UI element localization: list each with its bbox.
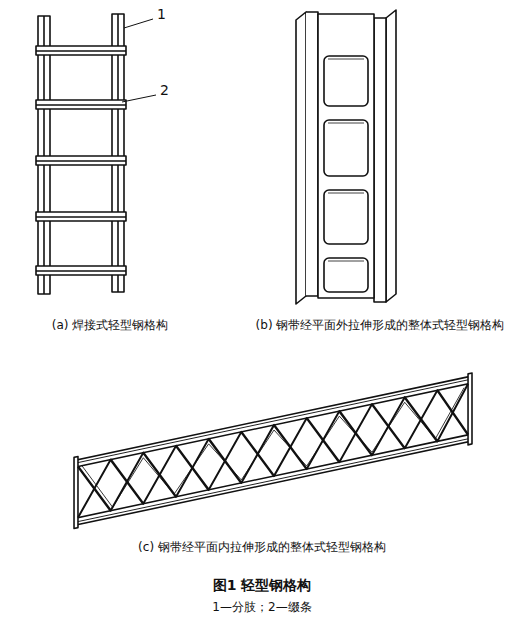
- callout-number: 1: [157, 6, 166, 23]
- callout-number: 2: [160, 82, 169, 99]
- subfigure-label: (a) 焊接式轻型钢格构: [52, 318, 169, 332]
- subfigure-label: (c) 钢带经平面内拉伸形成的整体式轻型钢格构: [138, 540, 386, 554]
- in-plane-lattice: [74, 373, 472, 528]
- subfigure-label: (b) 钢带经平面外拉伸形成的整体式轻型钢格构: [256, 318, 505, 332]
- figure-caption: 图1 轻型钢格构: [213, 577, 312, 594]
- legend-note: 1—分肢；2—缀条: [212, 600, 311, 614]
- welded-lattice: [36, 14, 156, 294]
- out-of-plane-lattice: [296, 10, 396, 304]
